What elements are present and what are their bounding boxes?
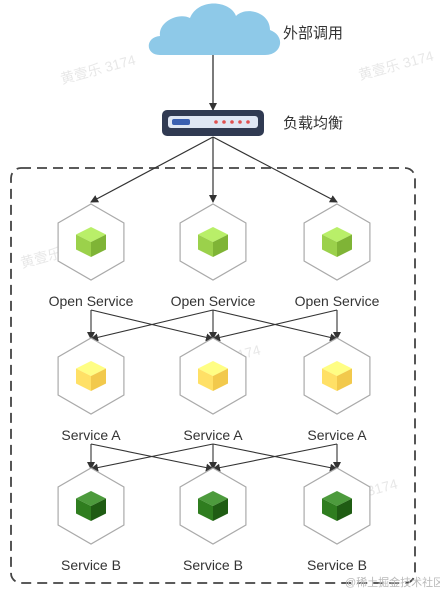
service-label: Open Service	[295, 293, 380, 309]
service-node: Service A	[303, 337, 371, 443]
service-node: Open Service	[49, 203, 134, 309]
cube-icon	[76, 491, 106, 521]
service-label: Service B	[61, 557, 121, 573]
service-node: Service B	[57, 467, 125, 573]
cube-icon	[76, 361, 106, 391]
arrow-lb-to-open-service	[212, 136, 338, 203]
service-label: Service A	[307, 427, 367, 443]
load-balancer-icon	[162, 110, 264, 136]
service-label: Open Service	[171, 293, 256, 309]
arrow-row0-to-row1	[90, 309, 214, 342]
service-node: Service A	[179, 337, 247, 443]
arrow-row0-to-row1	[212, 309, 338, 342]
cube-icon	[76, 227, 106, 257]
service-label: Service B	[183, 557, 243, 573]
service-label: Service B	[307, 557, 367, 573]
service-node: Service A	[57, 337, 125, 443]
service-node: Service B	[179, 467, 247, 573]
arrow-connections	[87, 136, 341, 472]
service-label: Open Service	[49, 293, 134, 309]
cube-icon	[322, 361, 352, 391]
cube-icon	[322, 491, 352, 521]
service-node: Service B	[303, 467, 371, 573]
watermark: 黄壹乐 3174	[357, 47, 436, 82]
service-node: Open Service	[295, 203, 380, 309]
watermark: 黄壹乐 3174	[59, 51, 138, 86]
arrow-row1-to-row2	[212, 443, 338, 472]
service-label: Service A	[183, 427, 243, 443]
load-balancer-label: 负载均衡	[283, 115, 343, 132]
cube-icon	[198, 227, 228, 257]
cube-icon	[198, 491, 228, 521]
service-node: Open Service	[171, 203, 256, 309]
cube-icon	[322, 227, 352, 257]
cloud-icon	[148, 3, 281, 55]
service-label: Service A	[61, 427, 121, 443]
cube-icon	[198, 361, 228, 391]
arrow-lb-to-open-service	[90, 136, 214, 203]
external-call-label: 外部调用	[283, 25, 343, 42]
arrow-row1-to-row2	[90, 443, 214, 472]
footer-credit: @稀土掘金技术社区	[345, 575, 440, 589]
service-nodes: Open Service Open Service Open ServiceServ…	[49, 203, 380, 573]
